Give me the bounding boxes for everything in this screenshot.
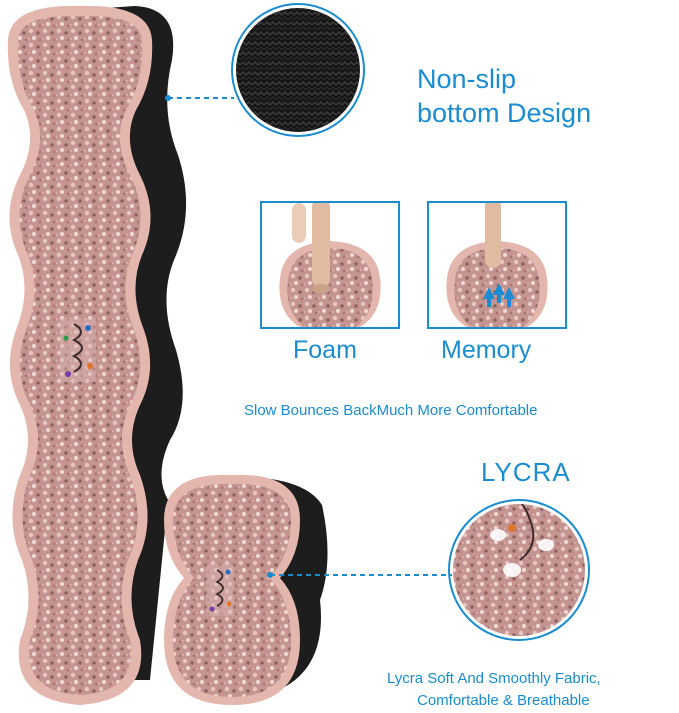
memory-demo-image — [446, 203, 548, 327]
foam-label: Foam — [293, 336, 357, 364]
bounce-arrows-icon — [483, 283, 515, 307]
small-pad-logo — [206, 564, 234, 616]
memory-demo-box — [427, 201, 567, 329]
foam-demo-box — [260, 201, 400, 329]
lycra-caption-line2: Comfortable & Breathable — [417, 692, 590, 709]
lycra-pointer-dot — [267, 572, 273, 578]
lycra-caption-line1: Lycra Soft And Smoothly Fabric, — [387, 670, 601, 687]
slow-bounce-caption: Slow Bounces BackMuch More Comfortable — [244, 402, 538, 419]
foam-demo-image — [279, 203, 381, 327]
nonslip-pointer-dot — [165, 95, 171, 101]
lycra-logo-closeup — [490, 504, 554, 577]
nonslip-label-line1: Non-slip — [417, 64, 517, 94]
memory-label: Memory — [441, 336, 532, 364]
nonslip-label-line2: bottom Design — [417, 98, 592, 128]
lycra-title: LYCRA — [481, 457, 571, 487]
nonslip-label: Non-slip bottom Design — [417, 62, 591, 130]
long-pad-logo — [60, 318, 96, 382]
nonslip-fabric-closeup — [236, 8, 360, 132]
